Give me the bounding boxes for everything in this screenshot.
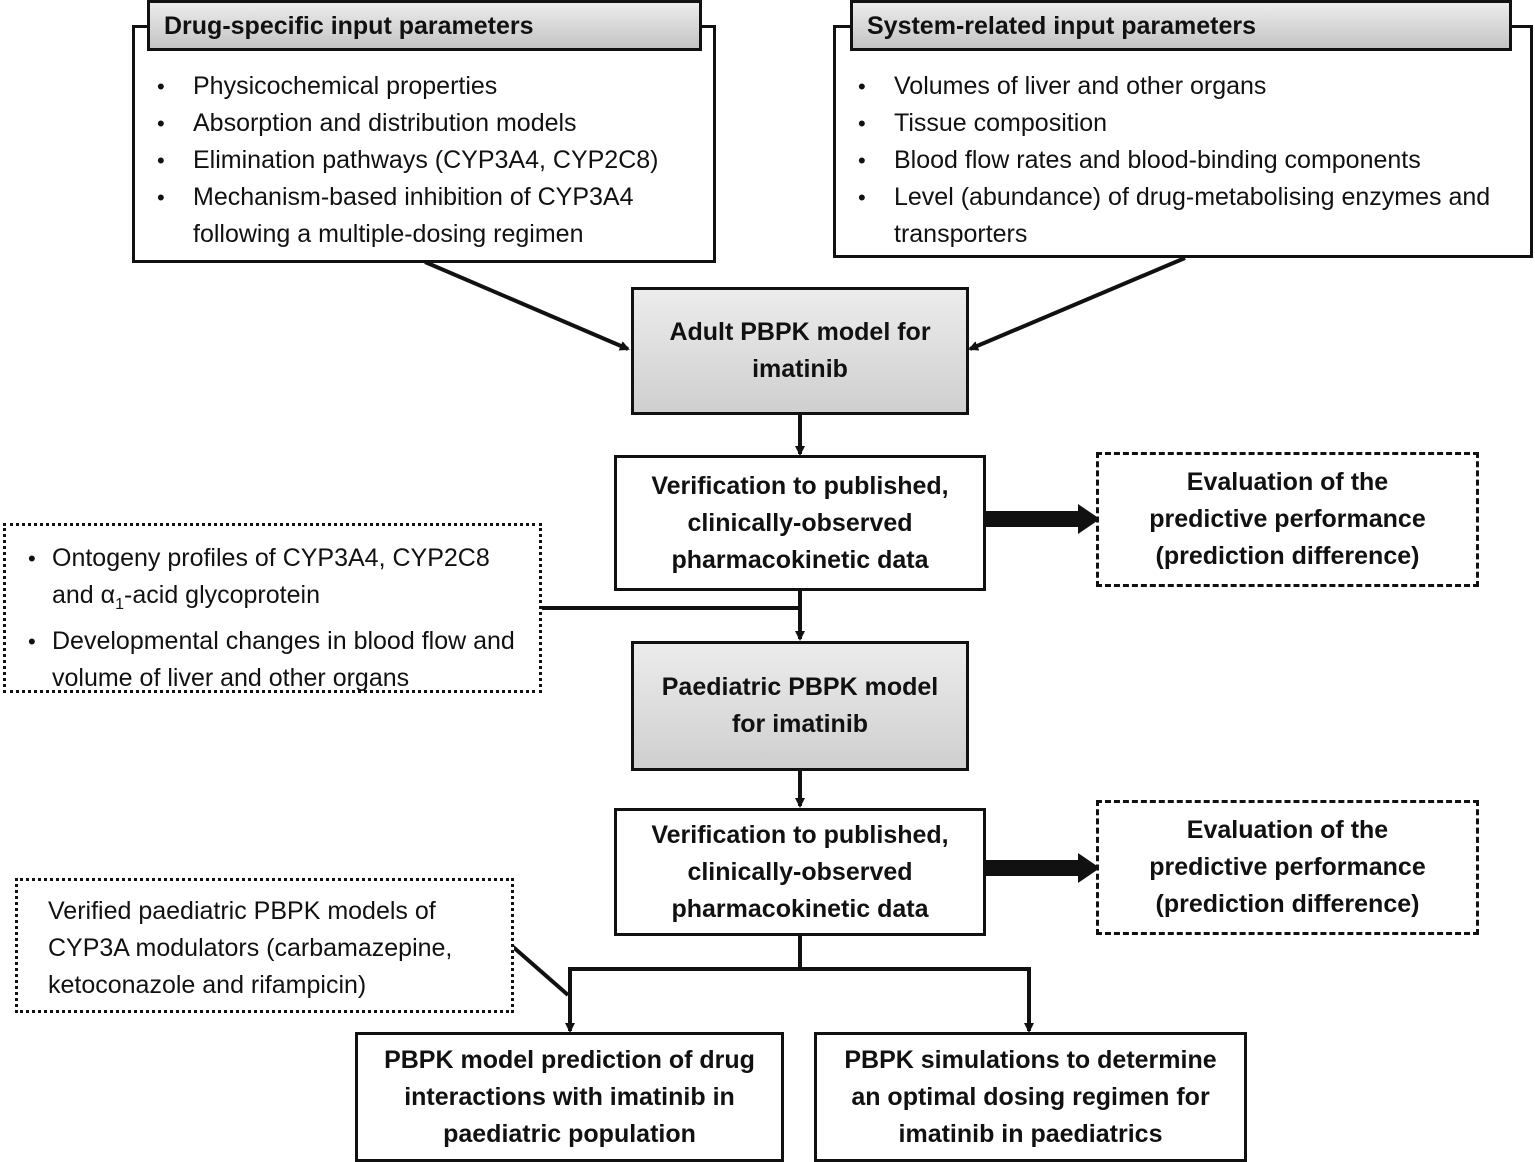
list-item: Mechanism-based inhibition of CYP3A4 fol…: [135, 179, 703, 253]
system-related-box: Volumes of liver and other organs Tissue…: [833, 25, 1533, 258]
list-item: Physicochemical properties: [135, 68, 703, 105]
drug-specific-title: Drug-specific input parameters: [164, 12, 534, 40]
ontogeny-item-1-pre: Ontogeny profiles of CYP3A4, CYP2C8 and …: [52, 544, 490, 609]
dosing-simulation-label: PBPK simulations to determine an optimal…: [844, 1045, 1217, 1148]
dosing-simulation-box: PBPK simulations to determine an optimal…: [814, 1032, 1247, 1162]
system-related-list: Volumes of liver and other organs Tissue…: [836, 68, 1530, 253]
ontogeny-list: Ontogeny profiles of CYP3A4, CYP2C8 and …: [6, 540, 539, 697]
list-item: Ontogeny profiles of CYP3A4, CYP2C8 and …: [6, 540, 529, 623]
paediatric-model-label: Paediatric PBPK model for imatinib: [661, 673, 939, 738]
verification-label-1: Verification to published, clinically-ob…: [651, 471, 949, 574]
list-item: Developmental changes in blood flow and …: [6, 623, 529, 697]
adult-model-label: Adult PBPK model for imatinib: [669, 318, 931, 383]
list-item: Volumes of liver and other organs: [836, 68, 1520, 105]
drug-specific-box: Physicochemical properties Absorption an…: [132, 25, 716, 263]
drug-specific-list: Physicochemical properties Absorption an…: [135, 68, 713, 253]
verification-box-2: Verification to published, clinically-ob…: [614, 808, 986, 936]
ddi-prediction-box: PBPK model prediction of drug interactio…: [355, 1032, 784, 1162]
arrow-drug-to-adult: [424, 260, 630, 351]
system-related-header: System-related input parameters: [850, 0, 1512, 51]
evaluation-label-1: Evaluation of the predictive performance…: [1149, 468, 1426, 570]
thick-arrow-evaluation-2: [986, 853, 1100, 883]
list-item: Absorption and distribution models: [135, 105, 703, 142]
arrow-system-to-adult: [968, 256, 1186, 351]
ontogeny-box: Ontogeny profiles of CYP3A4, CYP2C8 and …: [3, 523, 542, 693]
modulators-box: Verified paediatric PBPK models of CYP3A…: [15, 878, 514, 1013]
system-related-title: System-related input parameters: [867, 12, 1257, 40]
adult-model-box: Adult PBPK model for imatinib: [631, 287, 969, 415]
connector-modulators: [510, 944, 570, 997]
list-item: Blood flow rates and blood-binding compo…: [836, 142, 1520, 179]
list-item: Level (abundance) of drug-metabolising e…: [836, 179, 1520, 253]
verification-box-1: Verification to published, clinically-ob…: [614, 455, 986, 591]
paediatric-model-box: Paediatric PBPK model for imatinib: [631, 641, 969, 771]
ddi-prediction-label: PBPK model prediction of drug interactio…: [384, 1045, 755, 1148]
ontogeny-item-1-sub: 1: [115, 596, 125, 613]
drug-specific-header: Drug-specific input parameters: [147, 0, 702, 51]
evaluation-box-1: Evaluation of the predictive performance…: [1096, 452, 1479, 587]
modulators-label: Verified paediatric PBPK models of CYP3A…: [48, 897, 453, 999]
verification-label-2: Verification to published, clinically-ob…: [651, 820, 949, 923]
evaluation-label-2: Evaluation of the predictive performance…: [1149, 816, 1426, 918]
list-item: Elimination pathways (CYP3A4, CYP2C8): [135, 142, 703, 179]
ontogeny-item-1-post: -acid glycoprotein: [124, 581, 320, 609]
list-item: Tissue composition: [836, 105, 1520, 142]
evaluation-box-2: Evaluation of the predictive performance…: [1096, 800, 1479, 935]
thick-arrow-evaluation-1: [986, 504, 1100, 534]
